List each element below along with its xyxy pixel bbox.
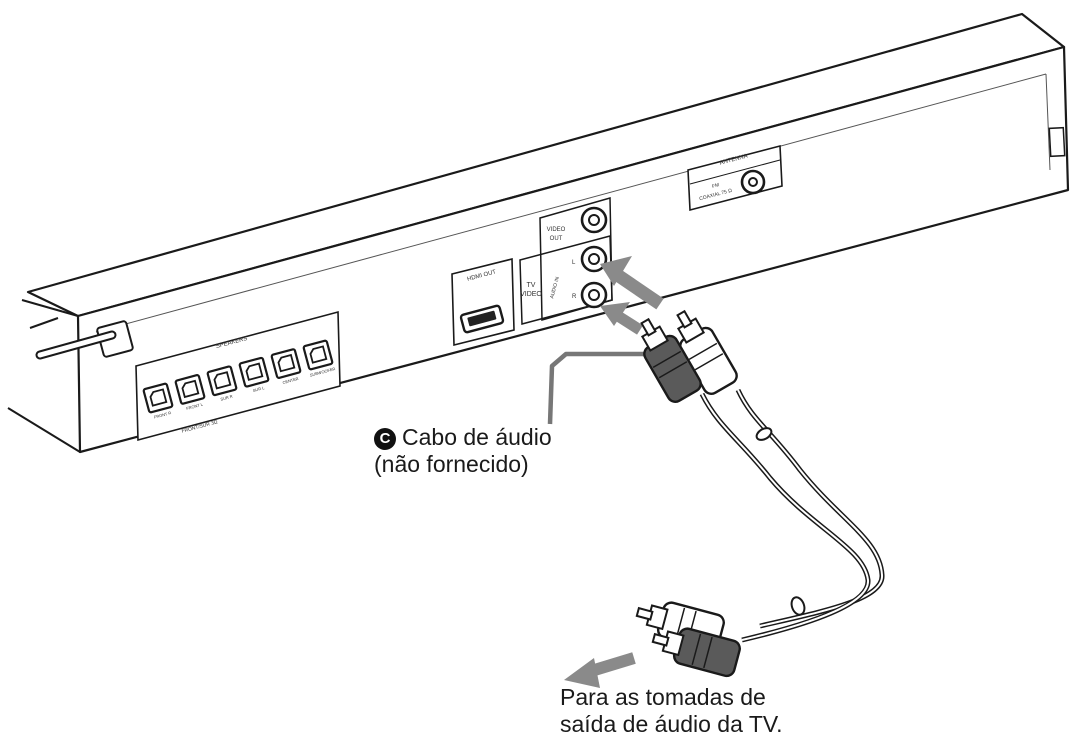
rca-plug-red-top [640,317,702,403]
speaker-jack-label: SUBWOOFER [309,366,336,378]
video-label: VIDEO [520,291,542,298]
insert-arrow-lower [600,302,643,335]
audio-in-l-jack [580,245,608,273]
tv-callout-line2: saída de áudio da TV. [560,711,783,737]
cable-label: Cabo de áudio [402,424,552,450]
video-out-jack [580,206,608,234]
callout-badge: C [374,428,396,450]
video-out-line2: OUT [550,236,563,242]
video-out-line1: VIDEO [547,227,566,233]
tv-callout-line1: Para as tomadas de [560,684,766,710]
speaker-jacks: FRONT R FRONT L SUR R SUR L CENTER SUBWOOFER [142,339,336,420]
speaker-jack: SUBWOOFER [302,339,336,378]
cable-sublabel: (não fornecido) [374,451,529,477]
panel-inner-edge [95,73,1051,333]
cable-callout-line1: C Cabo de áudio [374,424,552,451]
speaker-jack: SUR R [206,365,238,402]
audio-in-right: R [572,294,577,300]
speaker-jack-label: FRONT L [186,401,205,410]
audio-in-r-jack [580,281,608,309]
rca-plug-white-top [676,309,738,395]
cable-callout: C Cabo de áudio (não fornecido) [374,424,552,478]
tv-video-section: TV VIDEO VIDEO OUT AUDIO IN L R [519,197,613,325]
insert-arrow-upper [600,256,664,310]
to-tv-arrow [564,652,636,688]
power-cord [35,320,134,360]
audio-in-left: L [572,260,576,266]
tv-label: TV [527,282,536,289]
speaker-jack: FRONT L [174,374,206,411]
speaker-jack-label: CENTER [282,376,299,385]
audio-cable [699,388,885,643]
speaker-jack: CENTER [270,348,302,385]
speaker-jack: SUR L [238,356,270,393]
speaker-jack-label: SUR L [252,385,265,393]
speaker-jack: FRONT R [142,382,174,420]
tv-callout: Para as tomadas de saída de áudio da TV. [560,684,783,738]
audio-in-label: AUDIO IN [549,276,561,299]
unit-side-line [7,299,81,453]
speaker-jack-label: SUR R [220,394,233,402]
speaker-jack-label: FRONT R [153,410,172,419]
antenna-fm: FM [711,182,720,190]
rca-plug-red-bottom [651,627,741,678]
callout-leader [547,351,682,425]
hdmi-out-panel: HDMI OUT [451,257,515,347]
right-notch [1048,126,1066,158]
